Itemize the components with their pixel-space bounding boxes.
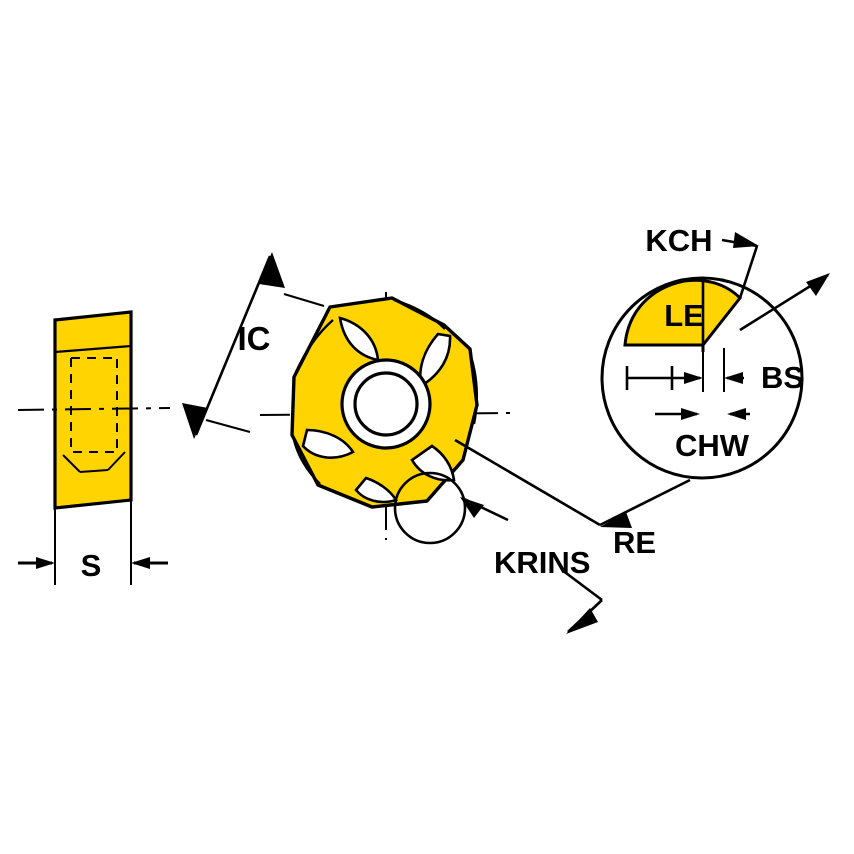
ic-arrow-bottom: [182, 403, 208, 439]
kch-arrow: [733, 232, 759, 248]
top-view: IC KRINS RE: [182, 252, 691, 634]
chw-arrow-left: [681, 408, 700, 420]
side-view-chamfer-left: [62, 454, 81, 473]
chipbreaker-left: [301, 428, 355, 459]
s-arrow-left: [36, 557, 55, 569]
label-KCH: KCH: [645, 223, 712, 258]
label-CHW: CHW: [675, 428, 750, 463]
le-leader-line: [454, 438, 601, 527]
label-BS: BS: [761, 360, 804, 395]
bs-arrow-right: [724, 372, 743, 384]
side-view-chamfer-bottom: [79, 469, 109, 473]
ic-arrow-top: [259, 252, 285, 288]
le-leader-line-2: [599, 478, 691, 527]
le-arrow: [600, 512, 632, 528]
krins-leader-secondary: [561, 568, 603, 602]
label-KRINS: KRINS: [494, 545, 590, 580]
label-RE: LE: [664, 298, 704, 333]
side-view-top-edge-line: [54, 344, 132, 354]
edge-arc-upper-left: [294, 319, 334, 373]
side-view: S: [17, 310, 171, 585]
kch-leader-line-2: [738, 245, 759, 299]
krins-arrow: [460, 497, 484, 518]
detail-corner-fill: [623, 278, 743, 347]
edge-arc-upper-right: [393, 298, 446, 330]
ic-extension-top: [283, 293, 325, 307]
krins-detail-circle: [393, 471, 467, 545]
detail-view: KCH LE BS CHW: [600, 223, 830, 480]
mounting-hole-inner: [353, 371, 419, 437]
side-view-centerline: [17, 407, 171, 411]
edge-arc-right: [470, 359, 478, 425]
chw-arrow-right: [727, 408, 746, 420]
label-IC: IC: [238, 320, 271, 357]
detail-angle-arrow: [806, 273, 830, 296]
chipbreaker-bottom-right: [410, 444, 456, 482]
side-view-hidden-hole: [70, 358, 118, 453]
bs-arrow-left: [684, 372, 703, 384]
ic-extension-bottom: [205, 419, 251, 433]
krins-arrow-secondary: [566, 608, 598, 634]
s-arrow-right: [131, 557, 150, 569]
edge-arc-lower-left: [292, 439, 321, 485]
side-view-chamfer-right: [107, 451, 126, 471]
ic-dimension-line: [194, 255, 272, 436]
label-S: S: [81, 548, 102, 583]
label-LE: RE: [613, 525, 656, 560]
